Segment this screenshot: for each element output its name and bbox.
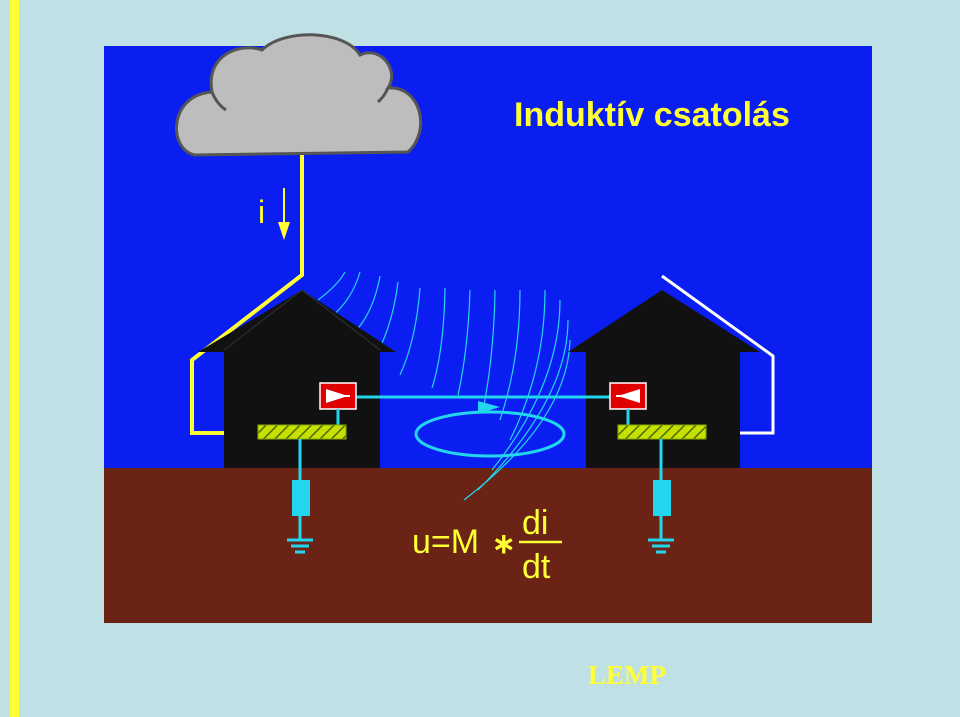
induction-loop [414, 401, 566, 458]
ground-area [104, 468, 872, 623]
left-ground-icon [287, 439, 313, 554]
diagram-title: Induktív csatolás [514, 96, 790, 134]
formula-denominator: dt [522, 548, 551, 586]
current-arrow-icon [278, 188, 290, 240]
formula-lhs: u=M [412, 523, 479, 561]
formula-operator: ∗ [492, 528, 515, 559]
slide-accent-bar [10, 0, 19, 717]
footer-label: LEMP [588, 660, 666, 690]
left-device-icon [319, 382, 357, 410]
lightning-conductor [190, 155, 304, 435]
induction-formula: u=M ∗ di dt [412, 504, 562, 586]
cloud-icon [175, 33, 423, 157]
right-equipotential-bar [617, 424, 707, 440]
right-device-icon [609, 382, 647, 410]
current-label: i [258, 194, 265, 230]
left-equipotential-bar [257, 424, 347, 440]
formula-numerator: di [522, 504, 548, 542]
right-ground-icon [648, 439, 674, 554]
